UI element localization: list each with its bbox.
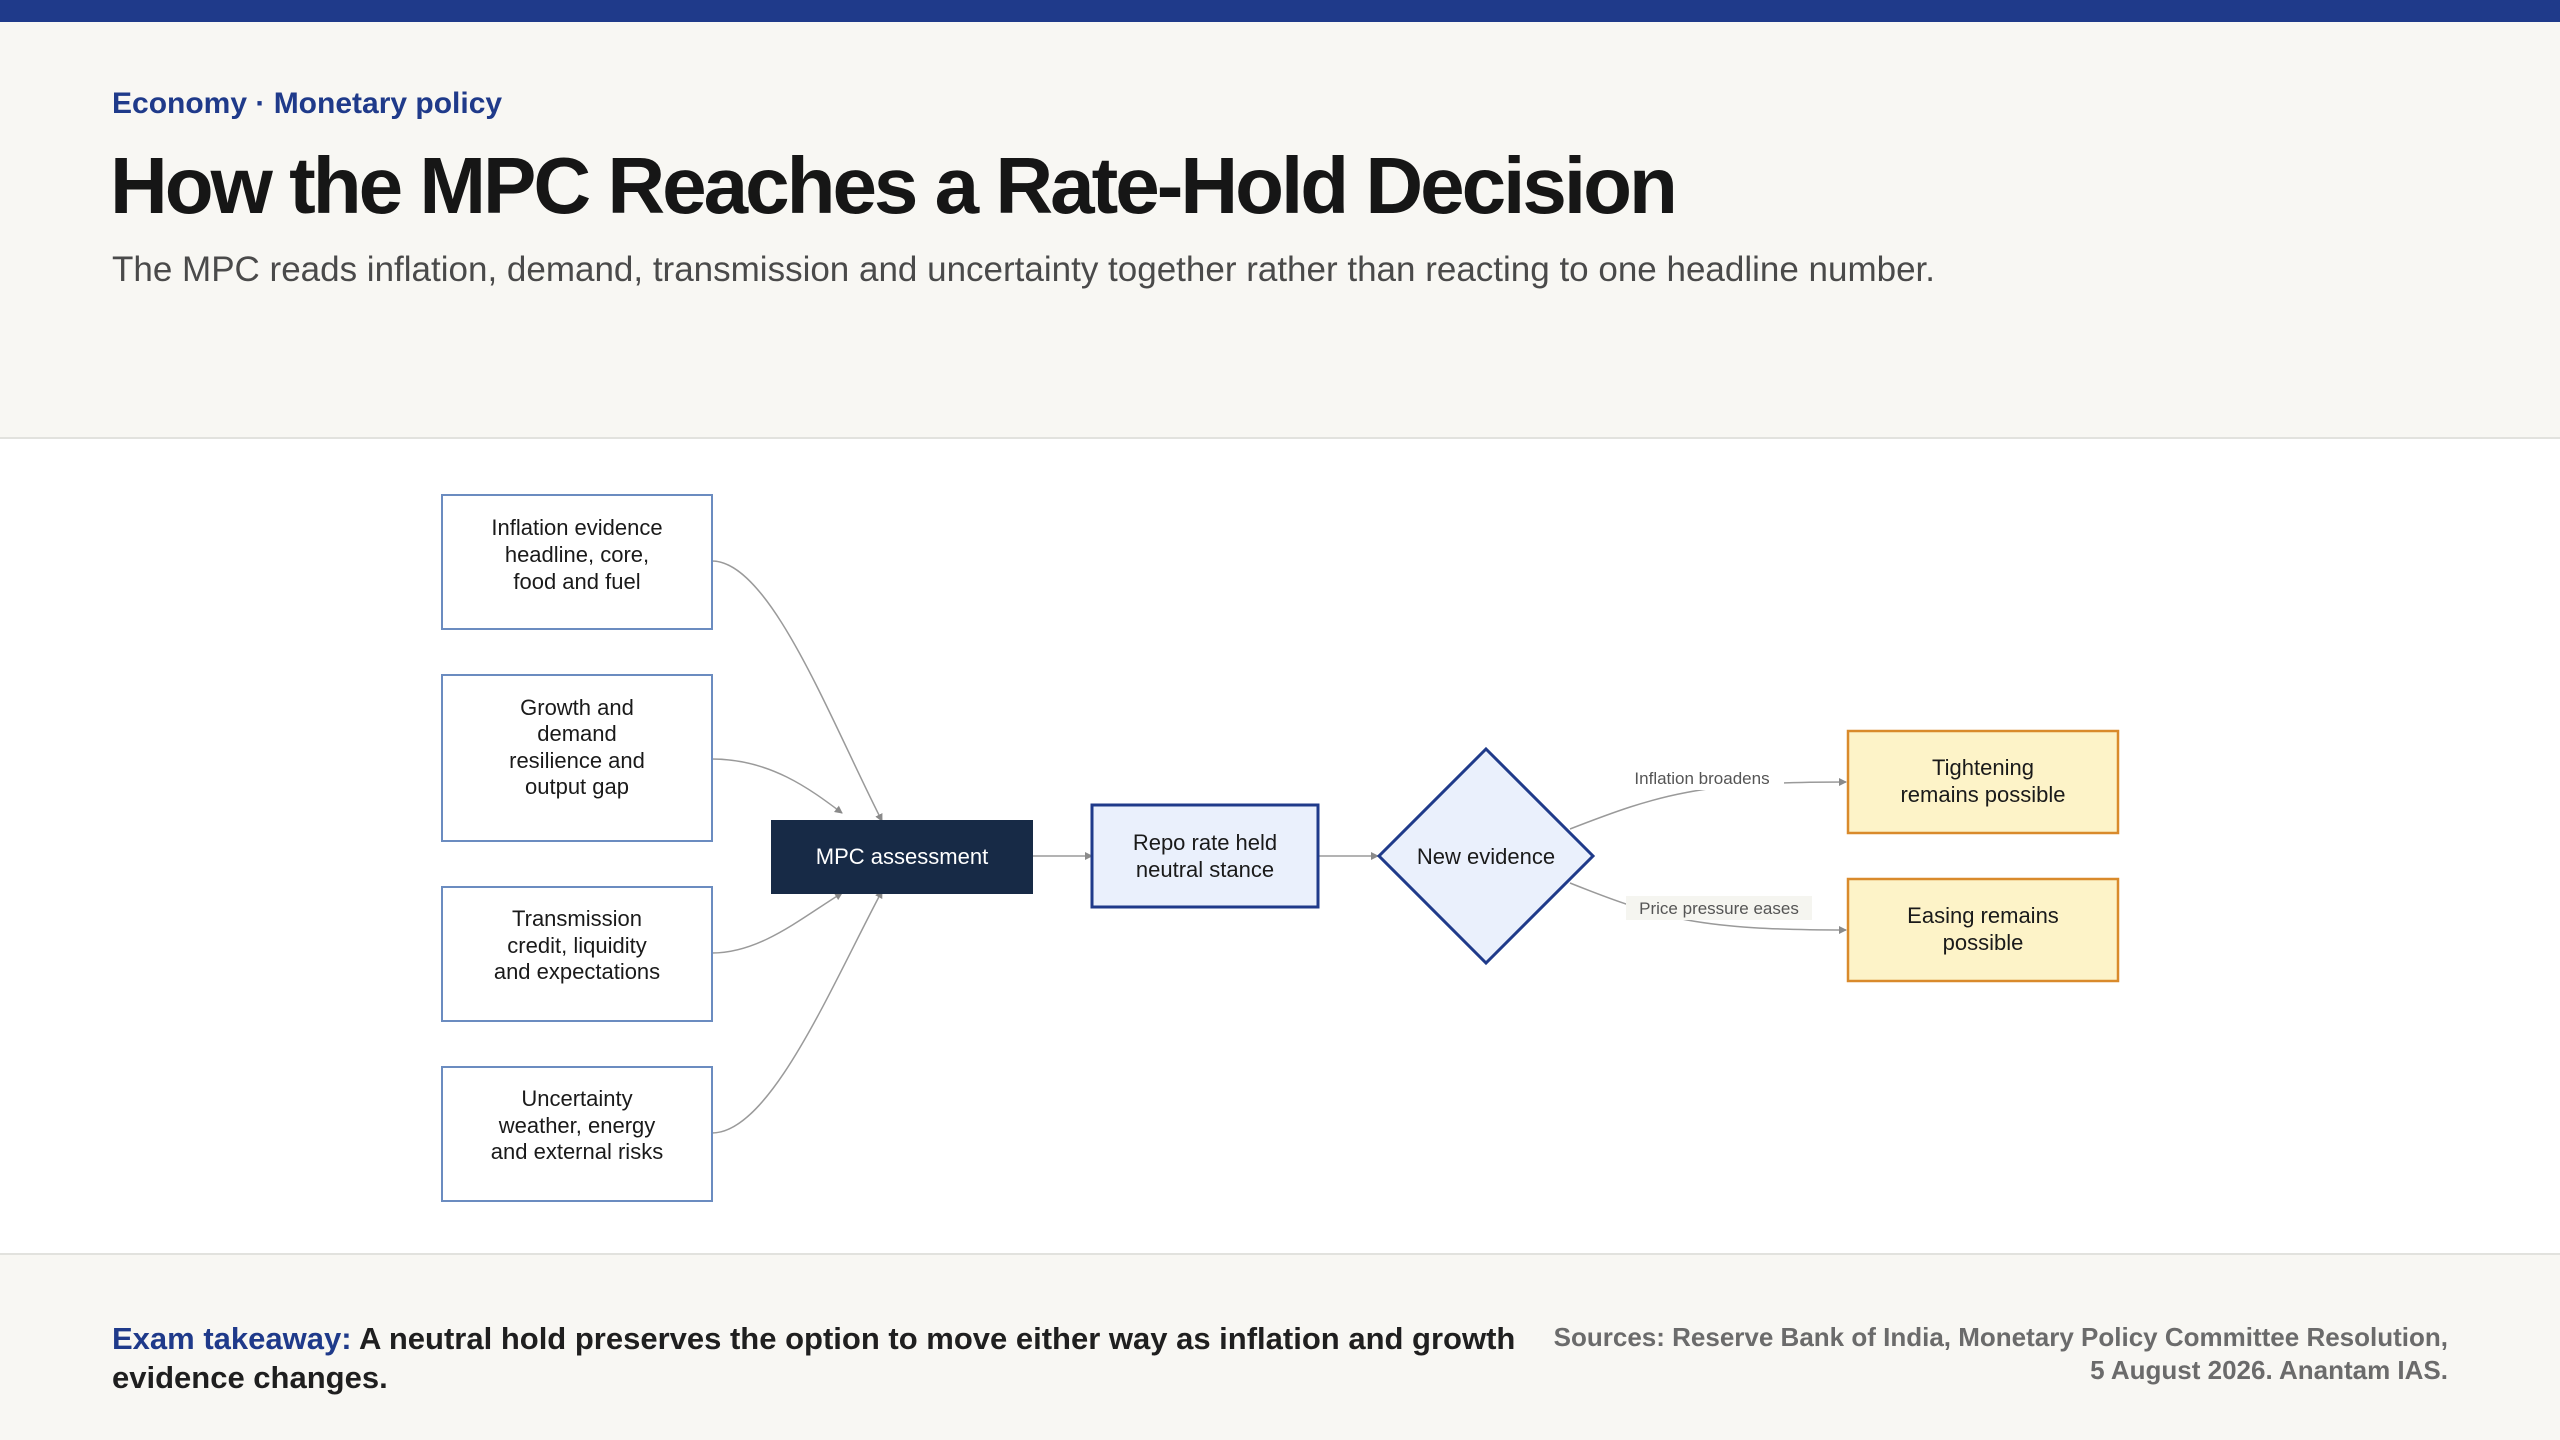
node-line: Repo rate held (1133, 830, 1277, 855)
edge-label-price-pressure-eases: Price pressure eases (1639, 899, 1799, 918)
node-line: possible (1943, 930, 2024, 955)
page-subtitle: The MPC reads inflation, demand, transmi… (112, 250, 1936, 289)
node-line: Uncertainty (521, 1086, 632, 1111)
node-line: Growth and (520, 695, 634, 720)
header: Economy · Monetary policy How the MPC Re… (0, 22, 2560, 437)
decision-node: Repo rate held neutral stance (1090, 803, 1320, 909)
node-line: credit, liquidity (507, 933, 646, 958)
input-node-transmission: Transmission credit, liquidity and expec… (441, 886, 713, 1022)
node-line: neutral stance (1136, 857, 1274, 882)
connector-evidence-to-tightening (1569, 778, 1847, 830)
evidence-label: New evidence (1417, 844, 1555, 869)
connector-inflation-to-assessment (711, 560, 883, 822)
page-title: How the MPC Reaches a Rate-Hold Decision (110, 141, 1678, 230)
node-line: and external risks (491, 1139, 663, 1164)
connector-uncertainty-to-assessment (711, 890, 883, 1134)
input-node-uncertainty: Uncertainty weather, energy and external… (441, 1066, 713, 1202)
node-line: Transmission (512, 906, 642, 931)
node-line: Inflation evidence (491, 515, 662, 540)
node-line: Tightening (1932, 755, 2034, 780)
node-line: resilience and (509, 748, 645, 773)
input-node-inflation-evidence: Inflation evidence headline, core, food … (441, 494, 713, 630)
node-line: and expectations (494, 959, 660, 984)
node-line: food and fuel (513, 569, 640, 594)
takeaway-text: A neutral hold preserves the option to m… (112, 1321, 1516, 1395)
flow-diagram-panel: Inflation broadens Price pressure eases … (0, 437, 2560, 1255)
node-line: demand (537, 721, 617, 746)
section-kicker: Economy · Monetary policy (112, 87, 503, 120)
assessment-node: MPC assessment (771, 820, 1033, 894)
sources-note: Sources: Reserve Bank of India, Monetary… (1553, 1322, 2448, 1385)
node-line: Easing remains (1907, 903, 2059, 928)
assessment-label: MPC assessment (816, 844, 988, 869)
edge-label-bg-inflation-broadens (1620, 766, 1784, 790)
evidence-diamond-node: New evidence (1376, 746, 1596, 966)
edge-label-bg-price-pressure-eases (1626, 896, 1812, 920)
connector-growth-to-assessment (711, 758, 843, 814)
input-node-growth-demand: Growth and demand resilience and output … (441, 674, 713, 842)
footer: Exam takeaway: A neutral hold preserves … (0, 1257, 2560, 1440)
outcome-node-tightening: Tightening remains possible (1846, 729, 2120, 835)
node-line: output gap (525, 774, 629, 799)
connector-transmission-to-assessment (711, 892, 843, 954)
takeaway-label: Exam takeaway: (112, 1321, 352, 1356)
node-line: weather, energy (498, 1113, 656, 1138)
outcome-node-easing: Easing remains possible (1846, 877, 2120, 983)
flow-diagram: Inflation broadens Price pressure eases … (441, 494, 2120, 1202)
exam-takeaway: Exam takeaway: A neutral hold preserves … (112, 1319, 1552, 1397)
edge-label-inflation-broadens: Inflation broadens (1634, 769, 1769, 788)
node-line: headline, core, (505, 542, 649, 567)
top-accent-bar (0, 0, 2560, 22)
node-line: remains possible (1900, 782, 2065, 807)
